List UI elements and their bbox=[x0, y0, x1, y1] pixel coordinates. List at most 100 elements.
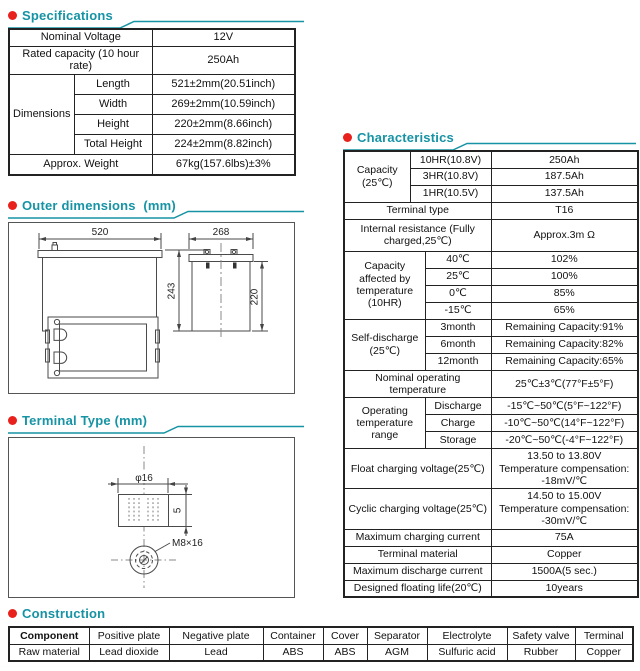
char-group-label: Capacity affected by temperature (10HR) bbox=[343, 250, 426, 320]
spec-row-value: 67kg(157.6lbs)±3% bbox=[151, 154, 296, 176]
construction-table: Component Positive plate Negative plate … bbox=[8, 626, 634, 662]
char-condition: Charge bbox=[424, 414, 492, 433]
char-condition: 0℃ bbox=[424, 284, 492, 303]
construction-header: Safety valve bbox=[506, 626, 576, 645]
section-title-text: Specifications bbox=[22, 7, 113, 23]
char-condition: 25℃ bbox=[424, 267, 492, 286]
construction-material: ABS bbox=[322, 643, 368, 662]
value-line: 13.50 to 13.80V bbox=[527, 450, 602, 463]
char-condition: 1HR(10.5V) bbox=[409, 184, 492, 203]
construction-header: Container bbox=[262, 626, 324, 645]
construction-header: Cover bbox=[322, 626, 368, 645]
construction-material: Copper bbox=[574, 643, 634, 662]
spec-row-label: Approx. Weight bbox=[8, 154, 153, 176]
char-value: 100% bbox=[490, 267, 639, 286]
char-condition: 3month bbox=[424, 318, 492, 337]
char-row-label: Internal resistance (Fully charged,25℃) bbox=[343, 218, 492, 252]
char-condition: -15℃ bbox=[424, 301, 492, 320]
construction-header: Electrolyte bbox=[426, 626, 508, 645]
spec-row-label: Rated capacity (10 hour rate) bbox=[8, 45, 153, 76]
bullet-icon bbox=[8, 608, 17, 618]
spec-row-value: 12V bbox=[151, 28, 296, 47]
outer-dimensions-drawing: 520 bbox=[37, 227, 268, 379]
char-value: Remaining Capacity:91% bbox=[490, 318, 639, 337]
char-group-label: Capacity (25℃) bbox=[343, 150, 411, 203]
char-row-label: Maximum charging current bbox=[343, 528, 492, 547]
construction-material: AGM bbox=[366, 643, 428, 662]
spec-dim-value: 269±2mm(10.59inch) bbox=[151, 94, 296, 116]
construction-material: Lead dioxide bbox=[88, 643, 170, 662]
construction-material: Lead bbox=[168, 643, 264, 662]
value-line: 14.50 to 15.00V bbox=[527, 490, 602, 503]
char-row-label: Nominal operating temperature bbox=[343, 369, 492, 399]
char-condition: 3HR(10.8V) bbox=[409, 167, 492, 186]
char-value: 250Ah bbox=[490, 150, 639, 169]
char-value: 25℃±3℃(77°F±5°F) bbox=[490, 369, 639, 399]
char-value: -15℃~50℃(5°F~122°F) bbox=[490, 397, 639, 416]
char-value: 102% bbox=[490, 250, 639, 269]
spec-dim-value: 521±2mm(20.51inch) bbox=[151, 74, 296, 96]
bullet-icon bbox=[343, 132, 352, 142]
char-value: -10℃~50℃(14°F~122°F) bbox=[490, 414, 639, 433]
char-value: Remaining Capacity:65% bbox=[490, 352, 639, 371]
dim-243-label: 243 bbox=[167, 282, 178, 299]
spec-dim-value: 224±2mm(8.82inch) bbox=[151, 134, 296, 156]
char-row-label: Terminal material bbox=[343, 545, 492, 564]
bullet-icon bbox=[8, 10, 17, 20]
section-title-text: Construction bbox=[22, 605, 106, 621]
char-group-label: Operating temperature range bbox=[343, 397, 426, 450]
terminal-type-title: Terminal Type (mm) bbox=[8, 411, 305, 434]
char-value: 13.50 to 13.80V Temperature compensation… bbox=[490, 448, 639, 490]
construction-header: Component bbox=[8, 626, 90, 645]
specifications-title: Specifications bbox=[8, 6, 305, 29]
spec-dim-value: 220±2mm(8.66inch) bbox=[151, 114, 296, 136]
characteristics-table: Capacity (25℃) 10HR(10.8V) 250Ah 3HR(10.… bbox=[343, 150, 639, 598]
value-line: Temperature compensation: bbox=[499, 502, 630, 515]
construction-title: Construction bbox=[8, 604, 258, 622]
outer-dimensions-title: Outer dimensions (mm) bbox=[8, 196, 305, 219]
specifications-table: Nominal Voltage 12V Rated capacity (10 h… bbox=[8, 28, 297, 176]
char-value: Approx.3m Ω bbox=[490, 218, 639, 252]
spec-dim-label: Width bbox=[73, 94, 153, 116]
spec-dim-label: Length bbox=[73, 74, 153, 96]
value-line: -30mV/℃ bbox=[541, 515, 588, 528]
characteristics-title: Characteristics bbox=[343, 128, 637, 151]
spec-dimensions-group-label: Dimensions bbox=[8, 74, 75, 156]
construction-material: ABS bbox=[262, 643, 324, 662]
char-row-label: Float charging voltage(25℃) bbox=[343, 448, 492, 490]
char-value: T16 bbox=[490, 201, 639, 220]
construction-header: Separator bbox=[366, 626, 428, 645]
char-value: Copper bbox=[490, 545, 639, 564]
thread-label: M8×16 bbox=[172, 538, 203, 549]
bullet-icon bbox=[8, 200, 17, 210]
char-condition: 12month bbox=[424, 352, 492, 371]
bullet-icon bbox=[8, 415, 17, 425]
dim-5-label: 5 bbox=[173, 507, 184, 513]
terminal-type-diagram: φ16 5 M8×16 bbox=[8, 437, 295, 598]
battery-front-view bbox=[165, 233, 268, 339]
char-condition: 40℃ bbox=[424, 250, 492, 269]
char-condition: Storage bbox=[424, 431, 492, 450]
char-value: -20℃~50℃(-4°F~122°F) bbox=[490, 431, 639, 450]
char-group-label: Self-discharge (25℃) bbox=[343, 318, 426, 371]
dim-268-label: 268 bbox=[213, 227, 230, 238]
value-line: Temperature compensation: bbox=[499, 462, 630, 475]
construction-material: Sulfuric acid bbox=[426, 643, 508, 662]
battery-side-view bbox=[37, 233, 163, 332]
outer-dimensions-diagram: 520 bbox=[8, 222, 295, 394]
char-value: Remaining Capacity:82% bbox=[490, 335, 639, 354]
dim-diameter-label: φ16 bbox=[135, 473, 153, 484]
spec-row-label: Nominal Voltage bbox=[8, 28, 153, 47]
char-row-label: Maximum discharge current bbox=[343, 562, 492, 581]
spec-dim-label: Total Height bbox=[73, 134, 153, 156]
section-title-text: Characteristics bbox=[357, 129, 454, 145]
char-value: 187.5Ah bbox=[490, 167, 639, 186]
battery-top-view bbox=[45, 316, 160, 379]
char-value: 75A bbox=[490, 528, 639, 547]
value-line: -18mV/℃ bbox=[541, 475, 588, 487]
spec-row-value: 250Ah bbox=[151, 45, 296, 76]
construction-material: Raw material bbox=[8, 643, 90, 662]
construction-header: Terminal bbox=[574, 626, 634, 645]
char-value: 1500A(5 sec.) bbox=[490, 562, 639, 581]
